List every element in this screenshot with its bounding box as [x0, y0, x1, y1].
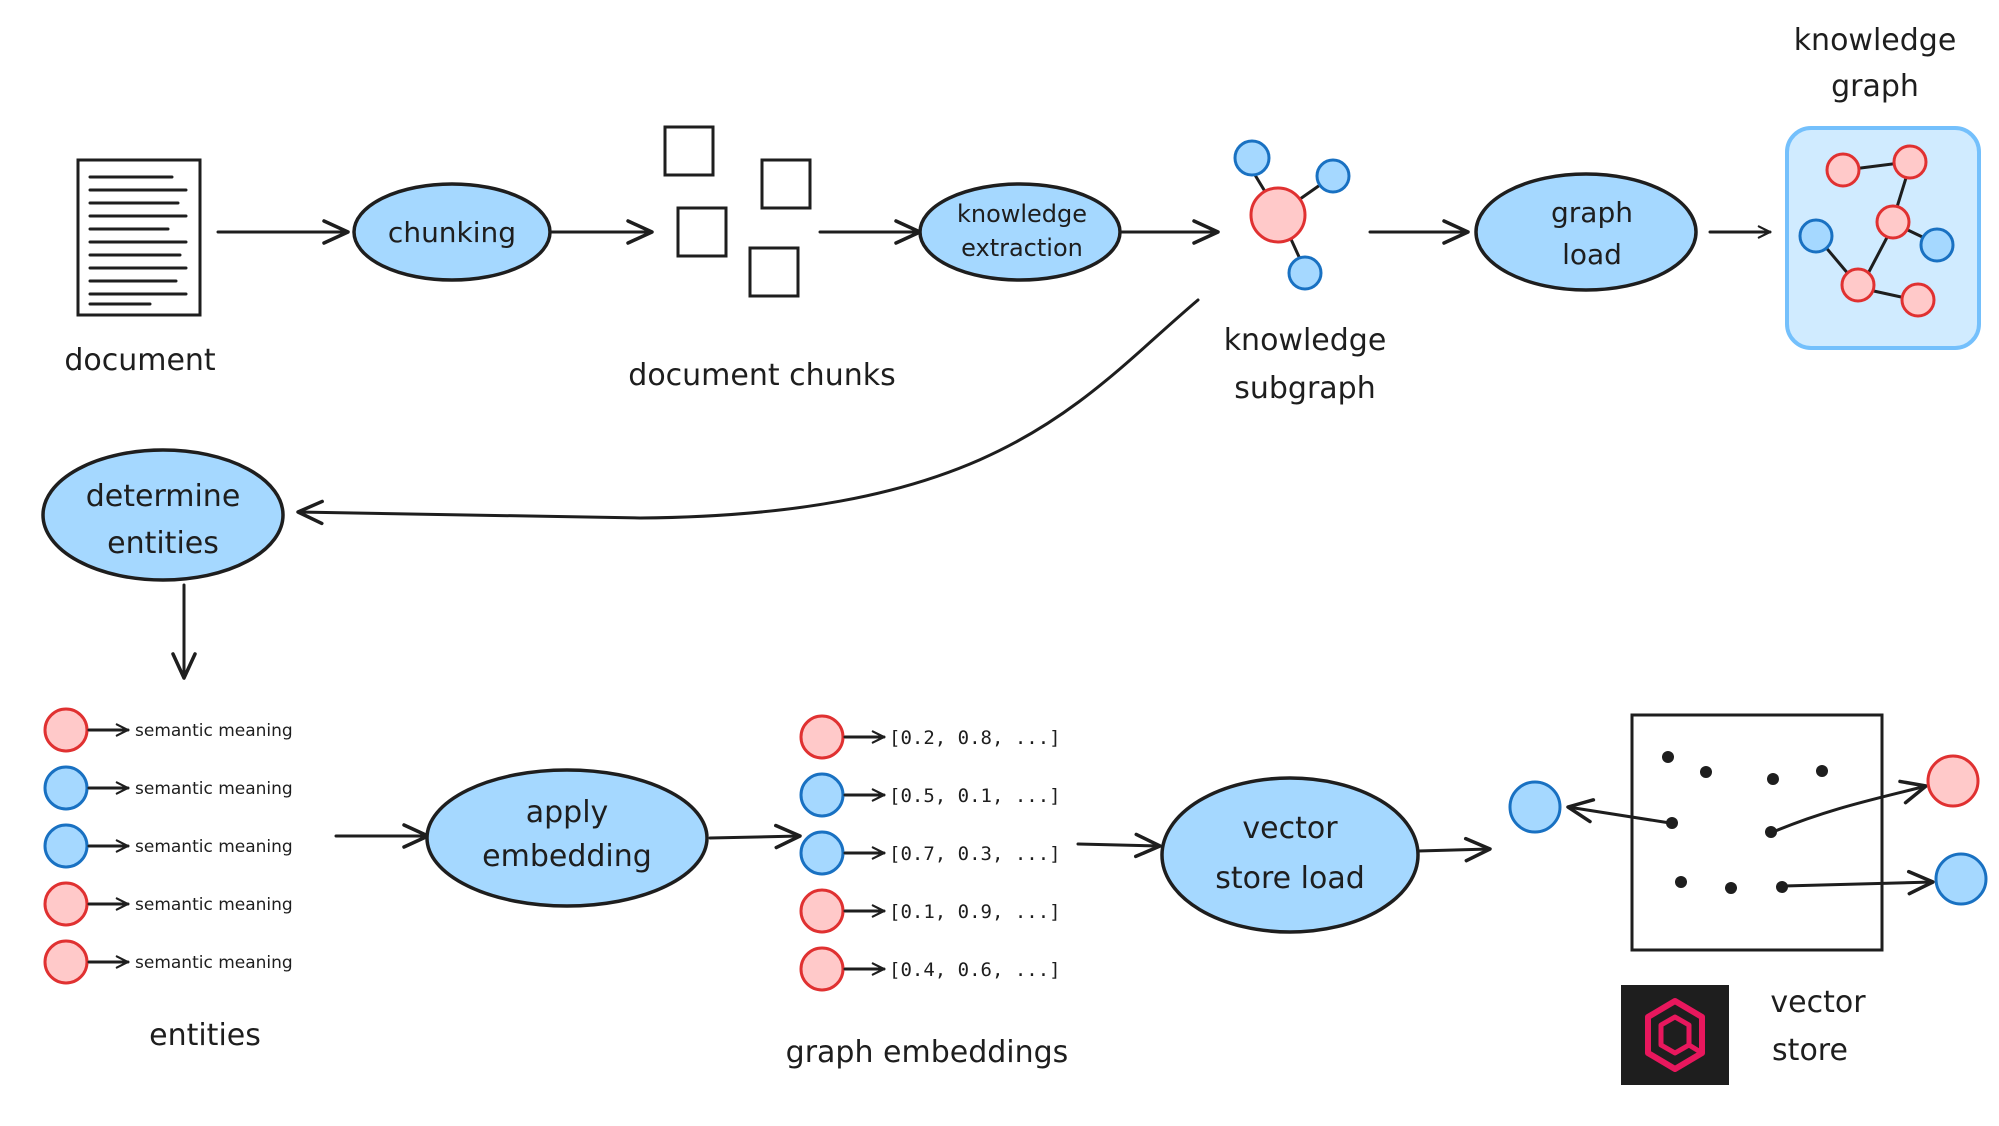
entity-semantic-label: semantic meaning	[135, 953, 293, 973]
embedding-node-blue	[799, 772, 845, 818]
subgraph-node-red	[1249, 186, 1307, 244]
graph-load-label-line1: graph	[1551, 196, 1633, 229]
chunking-process	[352, 182, 552, 282]
entity-node-blue	[43, 823, 89, 869]
embedding-row: [0.2, 0.8, ...]	[799, 714, 1061, 760]
knowledge-graph-panel	[1785, 126, 1981, 350]
graph-embeddings-list: [0.2, 0.8, ...] [0.5, 0.1, ...] [0.7, 0.3,…	[799, 714, 1061, 992]
query-node-blue	[1508, 780, 1562, 834]
vector-store-label-line2: store	[1772, 1033, 1848, 1068]
determine-entities-process	[41, 448, 285, 582]
arrow-apply-embedding-to-embeddings	[708, 823, 802, 850]
entity-node-red	[43, 939, 89, 985]
embedding-vector: [0.5, 0.1, ...]	[889, 785, 1061, 807]
entity-node-red	[43, 881, 89, 927]
embedding-vector: [0.7, 0.3, ...]	[889, 843, 1061, 865]
graph-load-label-line2: load	[1562, 238, 1622, 271]
apply-embedding-label-line1: apply	[526, 795, 609, 830]
entities-label: entities	[149, 1018, 261, 1053]
knowledge-extraction-label-line2: extraction	[961, 234, 1083, 262]
vector-space-box	[1630, 713, 1884, 952]
determine-entities-label-line1: determine	[86, 479, 241, 514]
vector-store-logo	[1621, 985, 1729, 1085]
subgraph-node-blue	[1287, 255, 1323, 291]
graph-node-red	[1900, 282, 1936, 318]
embedding-row: [0.4, 0.6, ...]	[799, 946, 1061, 992]
vector-store-label-line1: vector	[1770, 985, 1866, 1020]
chunking-label: chunking	[388, 216, 516, 249]
knowledge-subgraph-icon	[1233, 139, 1351, 291]
graph-node-blue	[1919, 227, 1955, 263]
arrow-subgraph-to-determine-entities	[296, 298, 1200, 526]
document-chunks-label: document chunks	[628, 358, 895, 393]
embedding-node-blue	[799, 830, 845, 876]
graph-node-red	[1892, 144, 1928, 180]
graph-node-red	[1840, 267, 1876, 303]
graph-node-red	[1875, 204, 1911, 240]
entity-row: semantic meaning	[43, 823, 293, 869]
entity-semantic-label: semantic meaning	[135, 779, 293, 799]
embedding-row: [0.7, 0.3, ...]	[799, 830, 1061, 876]
document-chunks-icon	[663, 125, 812, 298]
graph-load-process	[1474, 172, 1698, 292]
entity-node-blue	[43, 765, 89, 811]
result-node-red	[1926, 754, 1980, 808]
vector-store-load-label-line1: vector	[1242, 811, 1338, 846]
document-icon	[76, 158, 202, 317]
vector-store-load-label-line2: store load	[1215, 861, 1365, 896]
embedding-node-red	[799, 888, 845, 934]
knowledge-graph-label-line2: graph	[1831, 69, 1919, 104]
apply-embedding-label-line2: embedding	[482, 839, 652, 874]
entity-row: semantic meaning	[43, 881, 293, 927]
subgraph-node-blue	[1233, 139, 1271, 177]
embedding-vector: [0.4, 0.6, ...]	[889, 959, 1061, 981]
entity-semantic-label: semantic meaning	[135, 721, 293, 741]
arrow-embeddings-to-vector-store-load	[1076, 832, 1162, 859]
entity-row: semantic meaning	[43, 707, 293, 753]
arrow-to-blue-result	[1782, 869, 1935, 896]
entities-list: semantic meaning semantic meaning semantic…	[43, 707, 293, 985]
embedding-row: [0.1, 0.9, ...]	[799, 888, 1061, 934]
knowledge-subgraph-label-line2: subgraph	[1234, 371, 1376, 406]
result-node-blue	[1934, 852, 1988, 906]
vector-store-load-process	[1160, 776, 1420, 934]
apply-embedding-process	[425, 768, 709, 908]
embedding-node-red	[799, 946, 845, 992]
knowledge-extraction-process	[918, 182, 1122, 282]
embedding-row: [0.5, 0.1, ...]	[799, 772, 1061, 818]
arrow-query-to-blue-node	[1566, 798, 1672, 825]
entity-row: semantic meaning	[43, 765, 293, 811]
knowledge-graph-label-line1: knowledge	[1794, 23, 1957, 58]
entity-semantic-label: semantic meaning	[135, 895, 293, 915]
graph-embeddings-label: graph embeddings	[786, 1035, 1069, 1070]
entity-semantic-label: semantic meaning	[135, 837, 293, 857]
subgraph-node-blue	[1315, 158, 1351, 194]
arrow-load-to-vector-store	[1416, 836, 1492, 863]
document-label: document	[64, 343, 216, 378]
knowledge-extraction-label-line1: knowledge	[957, 200, 1087, 228]
entity-node-red	[43, 707, 89, 753]
determine-entities-label-line2: entities	[107, 526, 219, 561]
entity-row: semantic meaning	[43, 939, 293, 985]
arrow-to-red-result	[1771, 779, 1928, 834]
graph-node-red	[1825, 152, 1861, 188]
embedding-vector: [0.1, 0.9, ...]	[889, 901, 1061, 923]
graph-node-blue	[1798, 218, 1834, 254]
embedding-node-red	[799, 714, 845, 760]
embedding-vector: [0.2, 0.8, ...]	[889, 727, 1061, 749]
knowledge-subgraph-label-line1: knowledge	[1224, 323, 1387, 358]
